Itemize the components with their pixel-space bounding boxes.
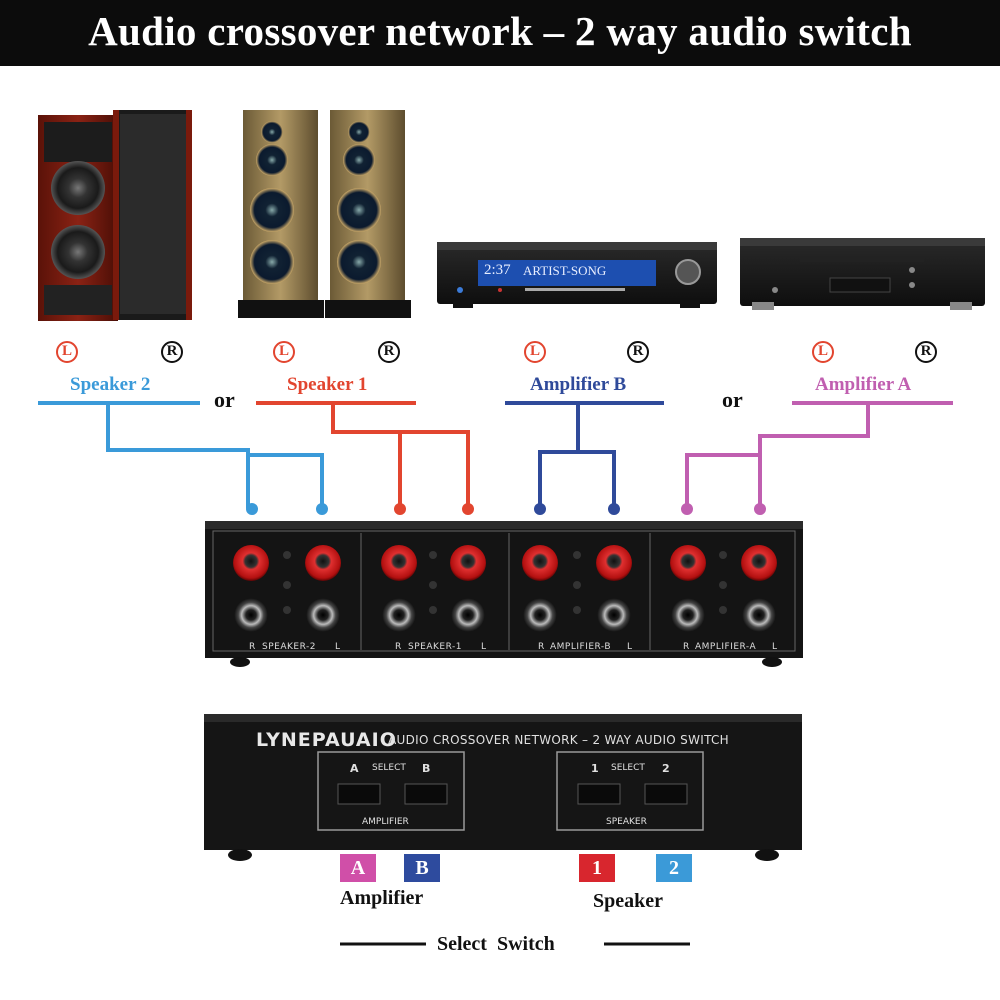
spk-select-label: SELECT	[611, 763, 645, 773]
back-label-speaker1-l: L	[481, 642, 487, 652]
speaker-pair-tower	[238, 110, 411, 318]
front-subtitle: AUDIO CROSSOVER NETWORK – 2 WAY AUDIO SW…	[388, 733, 730, 747]
or-label-amplifiers: or	[722, 387, 743, 412]
amp-select-b: B	[422, 762, 431, 775]
back-label-amplifier-b-r: R	[538, 642, 545, 652]
badge-b: B	[404, 854, 440, 882]
brand-logo: LYNEPAUAIO	[256, 729, 397, 751]
amplifier-a-label: Amplifier A	[815, 374, 912, 395]
amplifier-b-label: Amplifier B	[530, 374, 627, 395]
switch-back-panel	[205, 521, 803, 667]
switch-front-panel	[204, 714, 802, 861]
spk-group-caption: SPEAKER	[606, 817, 647, 827]
back-label-amplifier-a-r: R	[683, 642, 690, 652]
speaker-legend-label: Speaker	[593, 890, 663, 912]
display-text: ARTIST-SONG	[523, 263, 607, 278]
back-label-speaker1-r: R	[395, 642, 402, 652]
speaker2-right-mark: R	[161, 341, 183, 363]
back-label-speaker2: SPEAKER-2	[262, 642, 316, 652]
footer-select-switch: Select Switch	[437, 933, 555, 955]
speaker2-label: Speaker 2	[70, 374, 151, 395]
badge-2: 2	[656, 854, 692, 882]
back-label-speaker1: SPEAKER-1	[408, 642, 462, 652]
wiring	[38, 401, 953, 508]
back-label-amplifier-b-l: L	[627, 642, 633, 652]
wiring-endpoints	[246, 503, 766, 515]
amplifier-b-left-mark: L	[524, 341, 546, 363]
or-label-speakers: or	[214, 387, 235, 412]
speaker-2-switch-button[interactable]	[645, 784, 687, 804]
amp-group-caption: AMPLIFIER	[362, 817, 409, 827]
speaker1-label: Speaker 1	[287, 374, 368, 395]
rca-jacks	[234, 598, 776, 632]
speaker-1-switch-button[interactable]	[578, 784, 620, 804]
amplifier-legend-label: Amplifier	[340, 887, 424, 909]
panel-screws	[283, 551, 727, 614]
back-label-speaker2-r: R	[249, 642, 256, 652]
binding-posts	[233, 545, 777, 581]
amplifier-a-switch-button[interactable]	[338, 784, 380, 804]
speaker1-right-mark: R	[378, 341, 400, 363]
amplifier-a-right-mark: R	[915, 341, 937, 363]
amplifier-a-device	[740, 238, 985, 310]
back-label-amplifier-a: AMPLIFIER-A	[695, 642, 757, 652]
back-label-amplifier-a-l: L	[772, 642, 778, 652]
amplifier-b-switch-button[interactable]	[405, 784, 447, 804]
amplifier-b-right-mark: R	[627, 341, 649, 363]
speaker-pair-wood	[38, 110, 192, 321]
speaker1-left-mark: L	[273, 341, 295, 363]
display-time: 2:37	[484, 262, 511, 278]
spk-select-2: 2	[662, 762, 670, 775]
amplifier-b-device	[437, 242, 717, 308]
speaker2-left-mark: L	[56, 341, 78, 363]
amplifier-a-left-mark: L	[812, 341, 834, 363]
badge-1: 1	[579, 854, 615, 882]
badge-a: A	[340, 854, 376, 882]
amp-select-a: A	[350, 762, 359, 775]
back-label-speaker2-l: L	[335, 642, 341, 652]
back-label-amplifier-b: AMPLIFIER-B	[550, 642, 612, 652]
page-title: Audio crossover network – 2 way audio sw…	[0, 0, 1000, 66]
spk-select-1: 1	[591, 762, 599, 775]
amp-select-label: SELECT	[372, 763, 406, 773]
